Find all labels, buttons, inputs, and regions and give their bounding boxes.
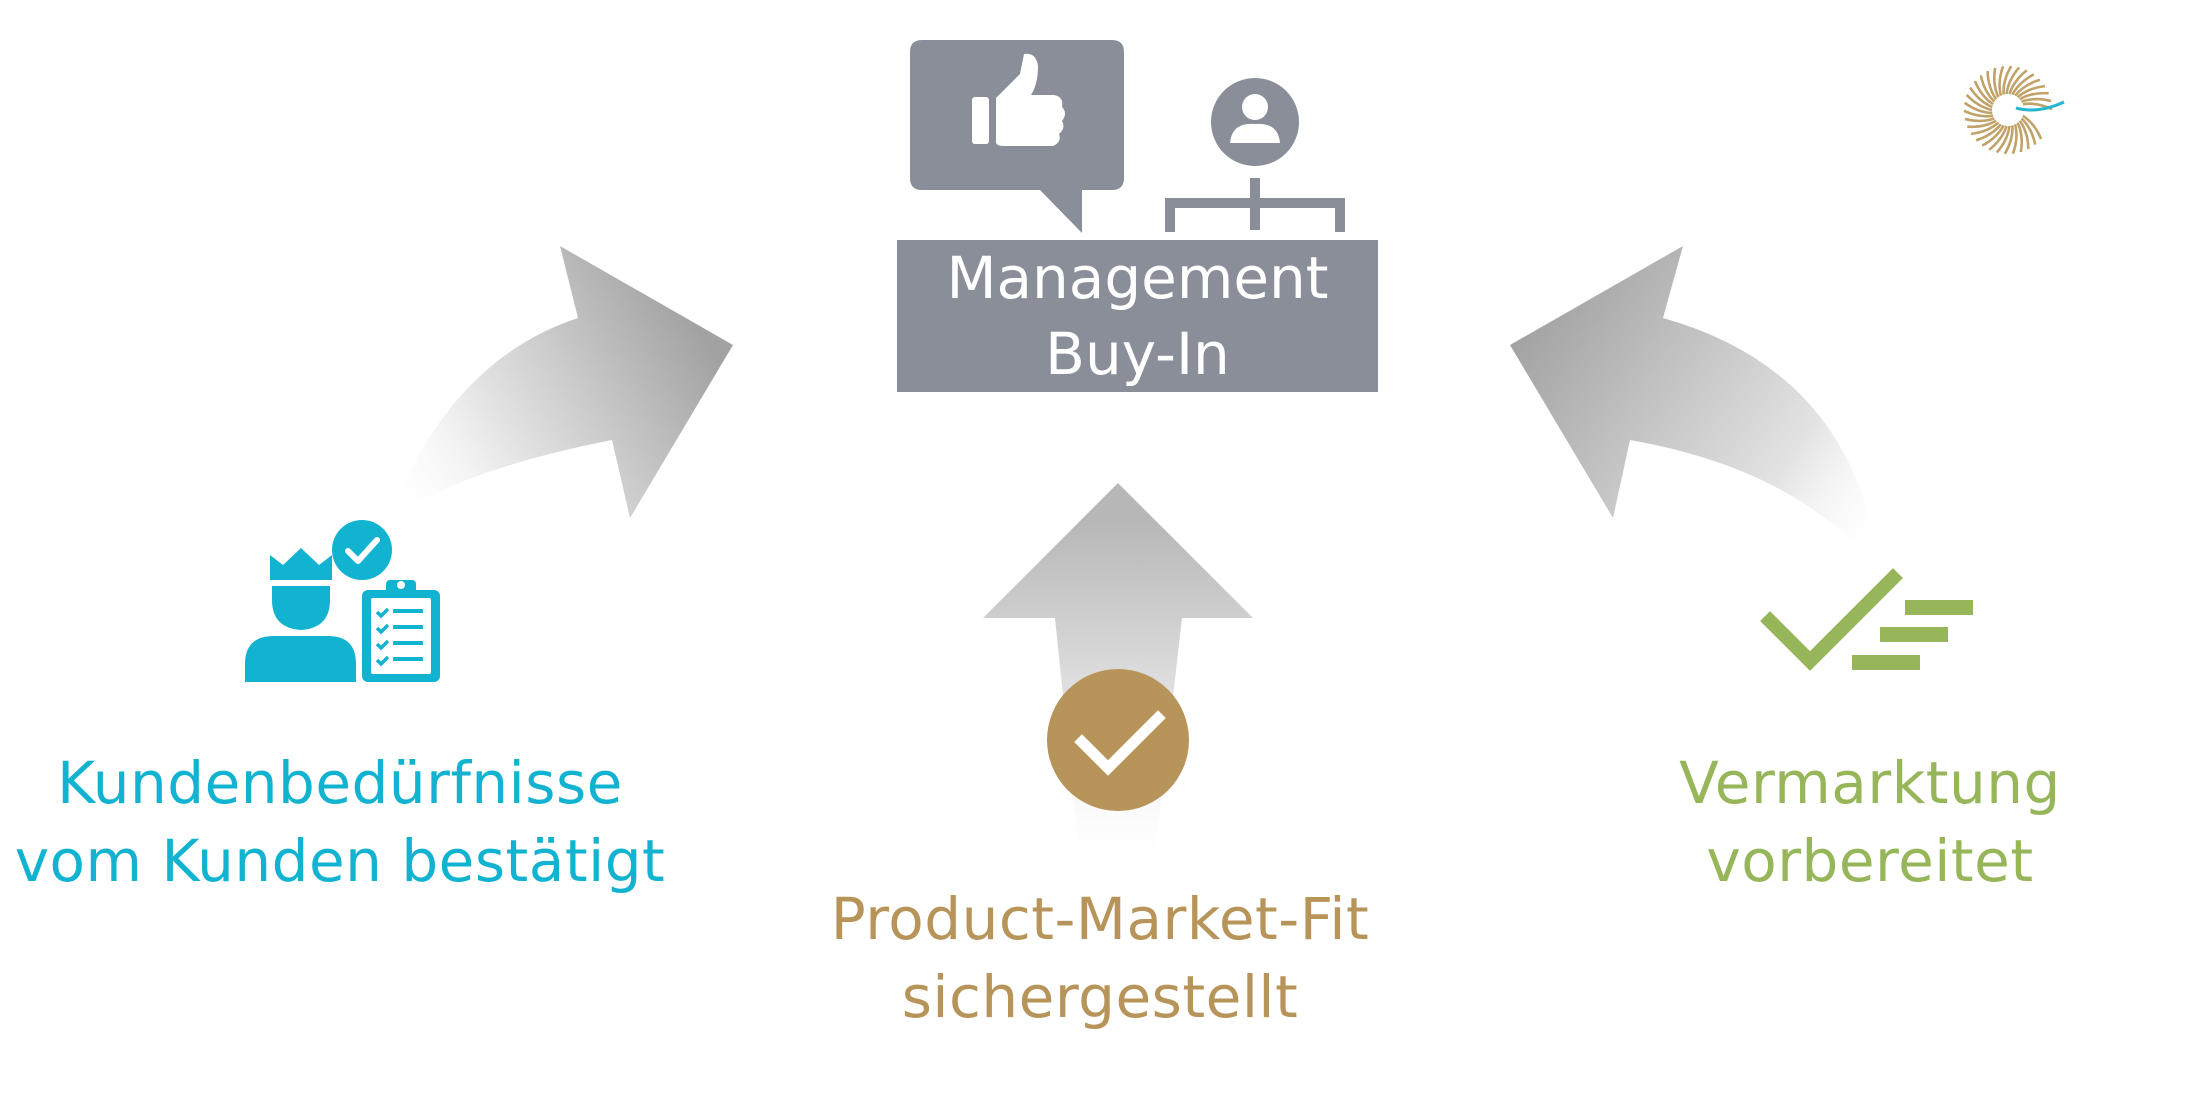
customer-label-line2: vom Kunden bestätigt: [14, 827, 666, 895]
logo-ray: [2014, 78, 2041, 97]
crowned-customer-checklist-icon: [245, 520, 440, 682]
check-list-lines-icon: [1760, 568, 1973, 671]
logo-ray: [1975, 123, 2002, 142]
logo-ray: [1973, 80, 1994, 106]
org-chart-person-icon: [1165, 78, 1345, 232]
radial-sun-logo-icon: [1963, 65, 2065, 155]
logo-ray: [2002, 65, 2013, 95]
logo-ray: [1963, 109, 1994, 118]
pmf-label-line1: Product-Market-Fit: [830, 885, 1370, 953]
left-curved-arrow: [388, 246, 733, 520]
pmf-label-line2: sichergestellt: [901, 963, 1299, 1031]
customer-needs-label: Kundenbedürfnisse vom Kunden bestätigt: [0, 744, 680, 900]
logo-ray: [2019, 91, 2049, 101]
marketing-label: Vermarktung vorbereitet: [1530, 744, 2206, 900]
thumbs-up-speech-bubble-icon: [910, 40, 1124, 233]
management-buy-in-title: Management Buy-In: [897, 240, 1378, 392]
logo-ray: [1963, 101, 1993, 115]
customer-label-line1: Kundenbedürfnisse: [57, 749, 623, 817]
logo-ray: [1970, 121, 2000, 136]
marketing-label-line1: Vermarktung: [1679, 749, 2061, 817]
logo-ray: [2020, 117, 2037, 145]
logo-ray: [1998, 65, 2005, 96]
marketing-label-line2: vorbereitet: [1706, 827, 2034, 895]
logo-ray: [2003, 125, 2014, 155]
logo-ray: [1981, 124, 2005, 147]
product-market-fit-label: Product-Market-Fit sichergestellt: [760, 880, 1440, 1036]
logo-ray: [2018, 120, 2030, 150]
logo-ray: [2008, 69, 2028, 95]
logo-ray: [1993, 67, 2000, 98]
logo-ray: [2011, 73, 2035, 96]
logo-ray: [1988, 125, 2008, 151]
logo-ray: [1979, 75, 1996, 103]
logo-ray: [2011, 124, 2018, 155]
logo-swoosh: [2015, 100, 2065, 112]
check-circle-icon: [1047, 669, 1189, 811]
logo-ray: [1986, 70, 1998, 100]
management-box: [897, 240, 1378, 392]
logo-ray: [1965, 94, 1993, 112]
management-title-line1: Management: [946, 244, 1329, 312]
logo-ray: [1964, 117, 1995, 123]
management-title-line2: Buy-In: [1045, 320, 1230, 388]
logo-ray: [1969, 86, 1993, 109]
logo-ray: [2005, 66, 2021, 95]
logo-ray: [2022, 114, 2043, 140]
logo-ray: [2021, 97, 2052, 103]
right-curved-arrow: [1510, 246, 1880, 572]
logo-ray: [1995, 125, 2011, 154]
logo-ray: [2016, 122, 2023, 153]
logo-ray: [2016, 84, 2046, 99]
logo-ray: [1967, 119, 1997, 129]
